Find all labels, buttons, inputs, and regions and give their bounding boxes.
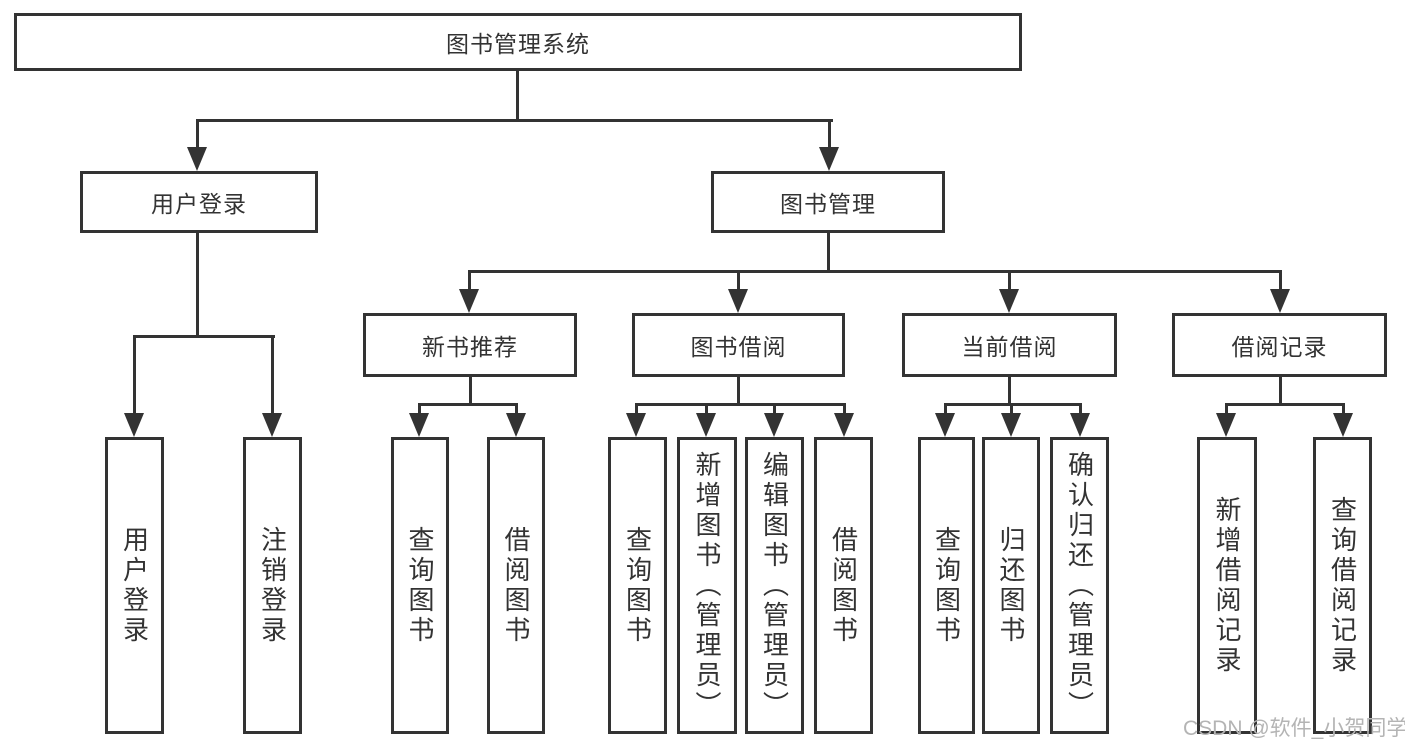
leaf-user-login: 用户登录 <box>105 437 164 734</box>
leaf-bb-add-books-admin: 新增图书（管理员） <box>677 437 737 734</box>
leaf-cb-return-books: 归还图书 <box>982 437 1040 734</box>
connector-to-leaf-nb-query <box>418 403 421 417</box>
leaf-cb-return-books-label: 归还图书 <box>996 525 1026 646</box>
connector-to-leaf-bb-add <box>705 403 708 417</box>
arrow-down-icon-bb-edit <box>764 413 784 437</box>
leaf-nb-borrow-books-label: 借阅图书 <box>501 525 531 646</box>
connector-borrow-record-branch <box>1225 403 1345 406</box>
leaf-logout: 注销登录 <box>243 437 302 734</box>
arrow-down-icon-book-mgmt <box>819 147 839 171</box>
arrow-down-icon-cb-confirm <box>1070 413 1090 437</box>
node-root-label: 图书管理系统 <box>446 31 590 57</box>
connector-to-borrow-record <box>1279 270 1282 294</box>
connector-to-leaf-br-query <box>1342 403 1345 417</box>
arrow-down-icon-current-borrow <box>999 289 1019 313</box>
connector-to-leaf-cb-return <box>1010 403 1013 417</box>
leaf-user-login-label: 用户登录 <box>119 525 150 646</box>
arrow-down-icon-bb-query <box>626 413 646 437</box>
connector-book-mgmt-stem <box>827 233 830 273</box>
node-book-borrowing-label: 图书借阅 <box>690 334 787 360</box>
node-user-login-label: 用户登录 <box>151 191 247 217</box>
arrow-down-icon-br-add <box>1216 413 1236 437</box>
connector-to-leaf-br-add <box>1225 403 1228 417</box>
connector-user-login-branch <box>133 335 275 338</box>
connector-borrow-record-stem <box>1279 377 1282 406</box>
leaf-bb-query-books-label: 查询图书 <box>622 525 653 646</box>
node-book-management: 图书管理 <box>711 171 945 233</box>
node-new-book-recommend: 新书推荐 <box>363 313 577 377</box>
node-root: 图书管理系统 <box>14 13 1022 71</box>
node-current-borrowing: 当前借阅 <box>902 313 1117 377</box>
connector-to-leaf-user-login <box>133 335 136 415</box>
connector-to-leaf-cb-confirm <box>1079 403 1082 417</box>
connector-to-leaf-nb-borrow <box>515 403 518 417</box>
connector-book-mgmt-branch <box>468 270 1282 273</box>
connector-new-book-stem <box>469 377 472 406</box>
arrow-down-icon-nb-query <box>409 413 429 437</box>
leaf-bb-query-books: 查询图书 <box>608 437 667 734</box>
leaf-nb-query-books: 查询图书 <box>391 437 449 734</box>
connector-to-book-borrow <box>737 270 740 294</box>
leaf-br-query-record: 查询借阅记录 <box>1313 437 1372 734</box>
connector-book-borrow-stem <box>737 377 740 406</box>
leaf-cb-confirm-return-admin-label: 确认归还（管理员） <box>1064 450 1095 721</box>
leaf-bb-borrow-books-label: 借阅图书 <box>828 525 859 646</box>
node-book-management-label: 图书管理 <box>780 191 876 217</box>
arrow-down-icon-leaf-logout <box>262 413 282 437</box>
arrow-down-icon-cb-return <box>1001 413 1021 437</box>
connector-current-borrow-stem <box>1008 377 1011 406</box>
leaf-logout-label: 注销登录 <box>257 525 288 646</box>
leaf-cb-confirm-return-admin: 确认归还（管理员） <box>1050 437 1109 734</box>
node-user-login: 用户登录 <box>80 171 318 233</box>
arrow-down-icon-book-borrow <box>728 289 748 313</box>
connector-to-leaf-logout <box>271 335 274 415</box>
leaf-bb-edit-books-admin-label: 编辑图书（管理员） <box>759 450 790 721</box>
connector-to-book-mgmt <box>828 119 831 151</box>
arrow-down-icon-borrow-record <box>1270 289 1290 313</box>
arrow-down-icon-cb-query <box>935 413 955 437</box>
leaf-cb-query-books: 查询图书 <box>918 437 975 734</box>
leaf-br-query-record-label: 查询借阅记录 <box>1327 495 1358 676</box>
connector-to-leaf-cb-query <box>944 403 947 417</box>
connector-to-new-book <box>468 270 471 294</box>
leaf-cb-query-books-label: 查询图书 <box>931 525 962 646</box>
arrow-down-icon-nb-borrow <box>506 413 526 437</box>
connector-book-borrow-branch <box>635 403 846 406</box>
leaf-nb-borrow-books: 借阅图书 <box>487 437 545 734</box>
connector-user-login-stem <box>196 233 199 338</box>
connector-to-leaf-bb-query <box>635 403 638 417</box>
node-current-borrowing-label: 当前借阅 <box>961 334 1058 360</box>
csdn-watermark: CSDN @软件_小贺同学 <box>1183 717 1405 740</box>
leaf-br-add-record: 新增借阅记录 <box>1197 437 1257 734</box>
leaf-bb-add-books-admin-label: 新增图书（管理员） <box>692 450 722 721</box>
connector-to-leaf-bb-borrow <box>843 403 846 417</box>
node-book-borrowing: 图书借阅 <box>632 313 845 377</box>
connector-to-user-login <box>196 119 199 151</box>
arrow-down-icon-br-query <box>1333 413 1353 437</box>
leaf-bb-borrow-books: 借阅图书 <box>814 437 873 734</box>
connector-current-borrow-branch <box>944 403 1082 406</box>
leaf-nb-query-books-label: 查询图书 <box>405 525 435 646</box>
connector-new-book-branch <box>418 403 518 406</box>
arrow-down-icon-bb-add <box>696 413 716 437</box>
arrow-down-icon-user-login <box>187 147 207 171</box>
arrow-down-icon-new-book <box>459 289 479 313</box>
connector-root-stem <box>516 70 519 122</box>
leaf-bb-edit-books-admin: 编辑图书（管理员） <box>745 437 804 734</box>
node-borrowing-records-label: 借阅记录 <box>1231 334 1328 360</box>
arrow-down-icon-bb-borrow <box>834 413 854 437</box>
node-borrowing-records: 借阅记录 <box>1172 313 1387 377</box>
connector-root-branch <box>196 119 833 122</box>
arrow-down-icon-leaf-user-login <box>124 413 144 437</box>
node-new-book-recommend-label: 新书推荐 <box>422 334 518 360</box>
connector-to-leaf-bb-edit <box>773 403 776 417</box>
connector-to-current-borrow <box>1008 270 1011 294</box>
leaf-br-add-record-label: 新增借阅记录 <box>1212 495 1242 676</box>
